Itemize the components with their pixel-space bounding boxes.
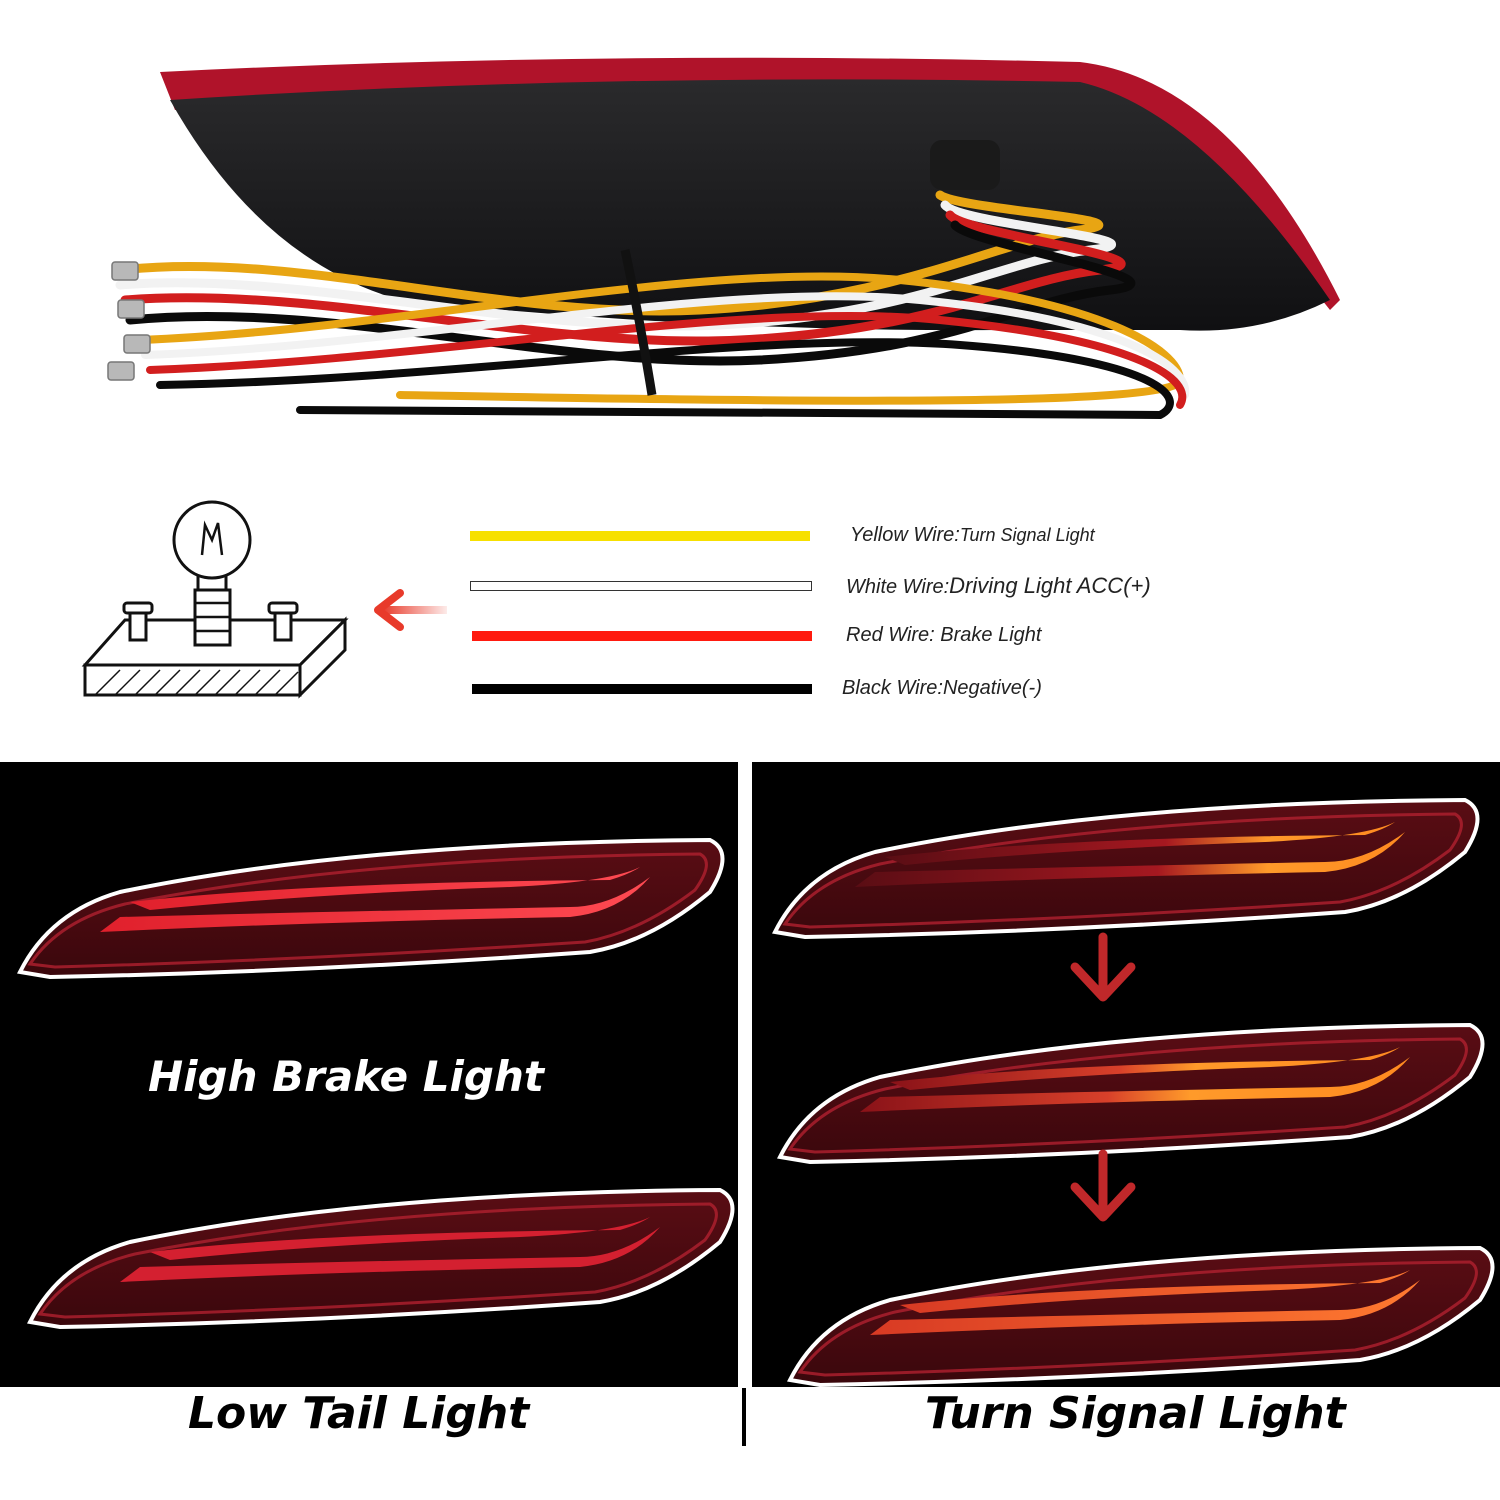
lamp-illustrations: [18, 798, 1495, 1387]
turn-signal-lamp-1: [773, 798, 1480, 939]
lamp-body: [170, 79, 1330, 331]
wire-bundle: [115, 190, 1190, 420]
white-wire-swatch: [470, 581, 812, 591]
lamp-red-rim: [160, 57, 1340, 310]
high-brake-caption: High Brake Light: [148, 1052, 544, 1101]
wire-terminals: [107, 261, 151, 381]
product-photo: [107, 57, 1340, 420]
high-brake-lamp: [18, 838, 725, 979]
bulb-socket-icon: [81, 500, 349, 699]
arrow-down-icon-2: [1070, 1149, 1136, 1222]
turn-signal-caption: Turn Signal Light: [925, 1388, 1346, 1439]
white-wire-label: White Wire:Driving Light ACC(+): [846, 573, 1151, 598]
lamp-connector: [930, 140, 1000, 190]
red-wire-swatch: [472, 631, 812, 641]
black-wire-swatch: [472, 684, 812, 694]
black-wire-label: Black Wire:Negative(-): [842, 677, 1042, 699]
panel-divider: [742, 1388, 746, 1446]
yellow-wire-label: Yellow Wire:Turn Signal Light: [850, 524, 1095, 546]
cable-tie: [620, 249, 657, 396]
turn-signal-lamp-2: [778, 1023, 1485, 1164]
red-wire-label: Red Wire: Brake Light: [846, 624, 1042, 646]
turn-signal-lamp-3: [788, 1246, 1495, 1387]
arrow-down-icon: [1070, 932, 1136, 1002]
arrow-left-icon: [374, 589, 447, 631]
low-tail-lamp: [28, 1188, 735, 1329]
yellow-wire-swatch: [470, 531, 810, 541]
low-tail-caption: Low Tail Light: [188, 1388, 530, 1439]
